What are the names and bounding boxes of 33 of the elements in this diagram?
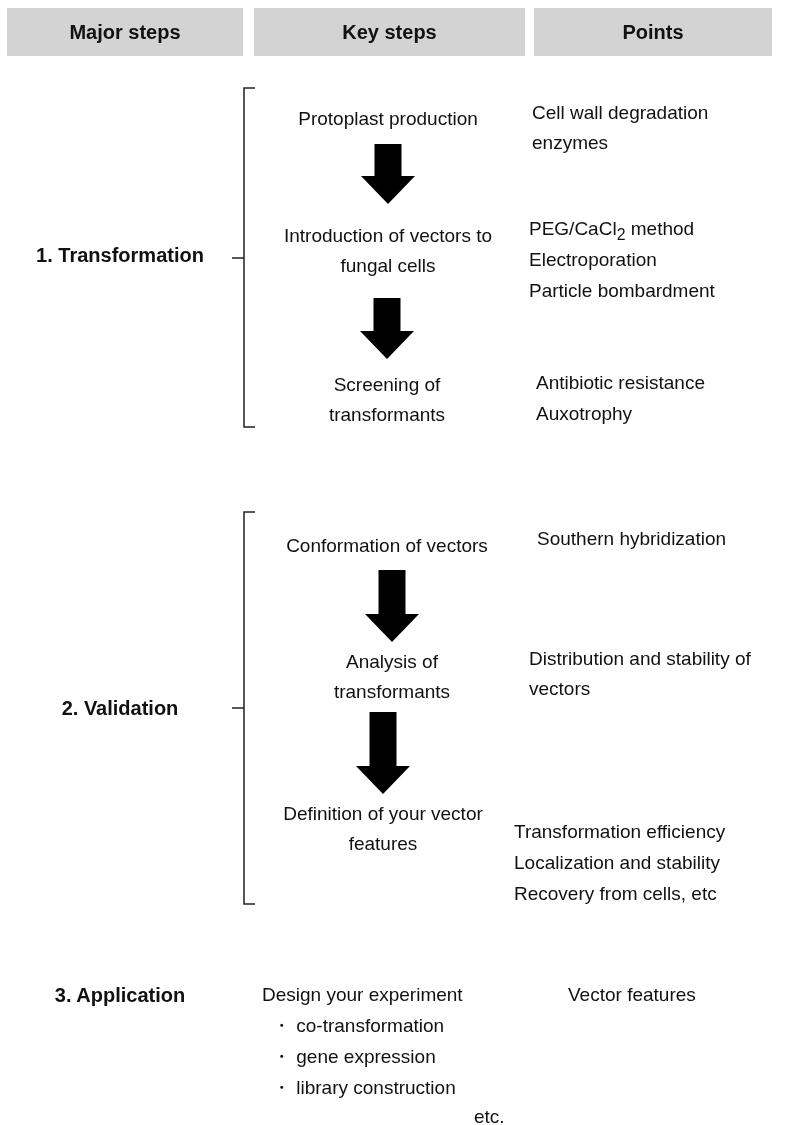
point-text: Transformation efficiency — [514, 820, 726, 844]
major-step-heading: 2. Validation — [60, 696, 180, 721]
step-text: Introduction of vectors to fungal cells — [263, 202, 513, 300]
experiment-heading: Design your experiment — [262, 983, 463, 1007]
step-text: Protoplast production — [278, 92, 498, 146]
list-item: ・ gene expression — [272, 1045, 436, 1069]
column-header: Points — [534, 8, 772, 56]
block-arrow — [356, 712, 410, 794]
step-text: Screening of transformants — [287, 357, 487, 442]
point-text: Antibiotic resistance — [536, 371, 705, 395]
step-text: Analysis of transformants — [292, 640, 492, 714]
major-step-heading: 1. Transformation — [35, 243, 205, 268]
block-arrow — [365, 570, 419, 642]
list-item: ・ co-transformation — [272, 1014, 445, 1038]
major-step-heading: 3. Application — [53, 983, 187, 1008]
block-arrow — [360, 298, 414, 359]
point-text: Localization and stability — [514, 851, 720, 875]
note-text: etc. — [474, 1105, 505, 1125]
step-text: Definition of your vector features — [273, 792, 493, 866]
point-text: Vector features — [568, 983, 696, 1007]
block-arrow — [361, 144, 415, 204]
point-text: Auxotrophy — [536, 402, 633, 426]
column-header: Major steps — [7, 8, 243, 56]
point-text: Particle bombardment — [529, 279, 715, 303]
point-text: Electroporation — [529, 248, 657, 272]
point-text: Recovery from cells, etc — [514, 882, 717, 906]
point-text: Southern hybridization — [537, 527, 727, 551]
point-text: Distribution and stability of vectors — [529, 647, 752, 701]
step-text: Conformation of vectors — [258, 520, 516, 572]
point-text: PEG/CaCl$_{2}$ method — [529, 217, 695, 245]
list-item: ・ library construction — [272, 1076, 456, 1100]
point-text: Cell wall degradation enzymes — [532, 101, 710, 155]
column-header: Key steps — [254, 8, 525, 56]
